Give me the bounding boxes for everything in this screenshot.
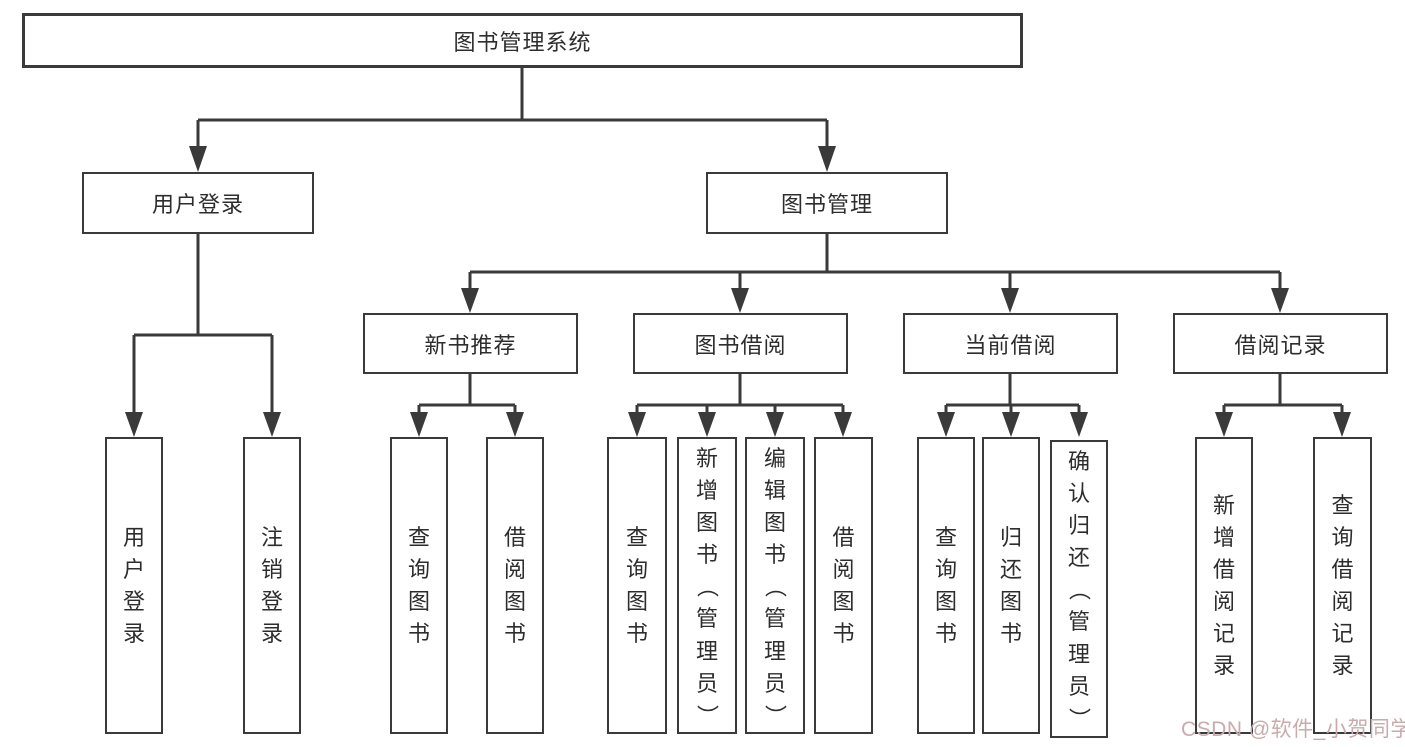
node-query-books: 查询图书 [917, 437, 975, 734]
node-label: 借阅图书 [503, 524, 526, 647]
node-label: 新增借阅记录 [1212, 492, 1235, 679]
node-label: 编辑图书（管理员） [762, 446, 788, 727]
node-query-books: 查询图书 [390, 437, 448, 734]
node-label: 借阅图书 [832, 524, 855, 647]
node-book-borrowing: 图书借阅 [633, 313, 848, 374]
node-label: 图书借阅 [694, 332, 787, 358]
node-current-borrowing: 当前借阅 [903, 313, 1118, 374]
node-user-login-branch: 用户登录 [82, 172, 314, 234]
node-book-management-branch: 图书管理 [706, 172, 948, 234]
node-label: 图书管理系统 [453, 29, 592, 55]
node-query-books: 查询图书 [607, 437, 667, 734]
node-label: 借阅记录 [1234, 332, 1327, 358]
node-borrow-books: 借阅图书 [486, 437, 544, 734]
node-label: 当前借阅 [964, 332, 1057, 358]
node-label: 确认归还（管理员） [1066, 449, 1092, 730]
node-confirm-return-admin: 确认归还（管理员） [1050, 440, 1108, 738]
node-library-management-system: 图书管理系统 [22, 13, 1023, 68]
node-label: 归还图书 [999, 524, 1022, 647]
node-logout: 注销登录 [243, 437, 301, 734]
node-label: 查询借阅记录 [1331, 492, 1354, 679]
node-borrow-books: 借阅图书 [814, 437, 873, 734]
node-borrowing-records: 借阅记录 [1173, 313, 1388, 374]
node-label: 新书推荐 [424, 332, 517, 358]
node-label: 查询图书 [934, 524, 957, 647]
node-new-book-recommend: 新书推荐 [363, 313, 578, 374]
node-label: 查询图书 [407, 524, 430, 647]
csdn-watermark: CSDN @软件_小贺同学 [1181, 718, 1405, 741]
node-label: 图书管理 [780, 192, 873, 217]
node-label: 查询图书 [625, 524, 648, 647]
node-label: 用户登录 [122, 524, 145, 647]
node-edit-books-admin: 编辑图书（管理员） [745, 437, 805, 734]
node-add-books-admin: 新增图书（管理员） [677, 437, 737, 734]
node-label: 用户登录 [151, 192, 244, 217]
node-label: 新增图书（管理员） [694, 446, 720, 727]
node-return-books: 归还图书 [982, 437, 1040, 734]
node-label: 注销登录 [260, 524, 283, 647]
node-user-login: 用户登录 [105, 437, 163, 734]
node-query-borrow-record: 查询借阅记录 [1313, 437, 1372, 734]
node-add-borrow-record: 新增借阅记录 [1195, 437, 1253, 734]
